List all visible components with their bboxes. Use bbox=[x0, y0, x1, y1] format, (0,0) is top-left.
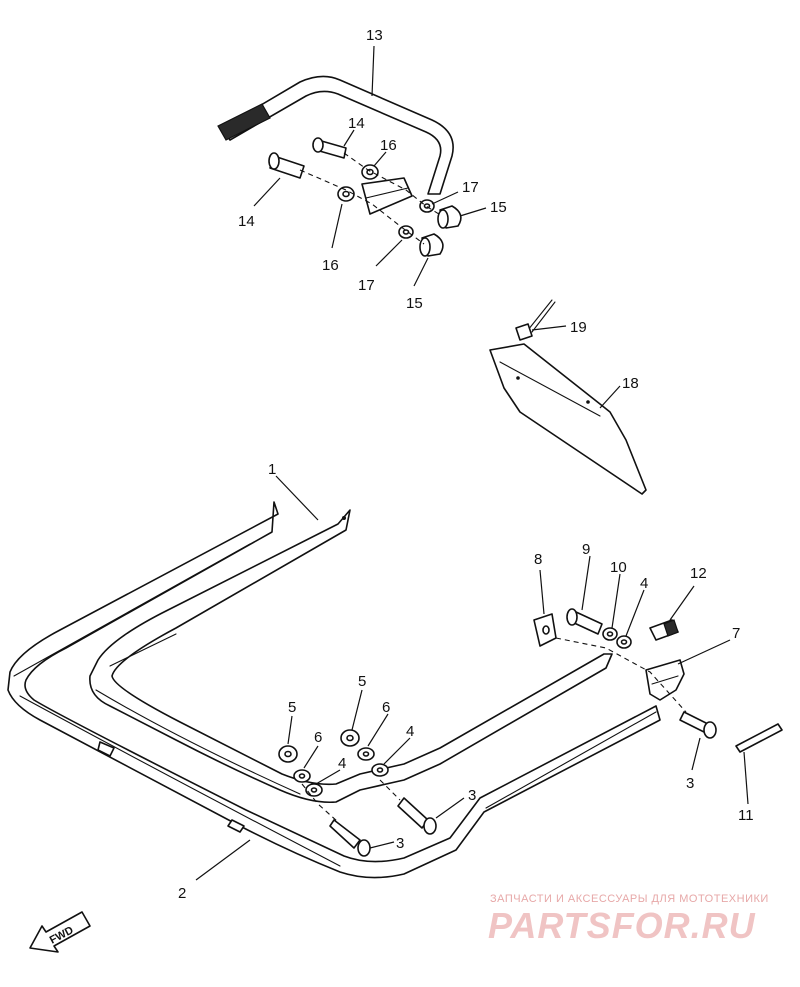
callout-2: 2 bbox=[178, 885, 186, 902]
part-7-bracket-plate bbox=[645, 659, 685, 701]
callout-14-lower: 14 bbox=[238, 213, 255, 230]
callout-labels: 13 14 16 14 16 17 15 17 15 19 18 1 2 5 6… bbox=[178, 27, 754, 902]
callout-13: 13 bbox=[366, 27, 383, 44]
fwd-label: FWD bbox=[48, 924, 76, 946]
callout-12: 12 bbox=[690, 565, 707, 582]
callout-4-left: 4 bbox=[338, 755, 346, 772]
callout-15-lower: 15 bbox=[406, 295, 423, 312]
assembly-line-lower-mid bbox=[379, 779, 401, 801]
part-4-washer-right bbox=[371, 763, 389, 777]
callout-10: 10 bbox=[610, 559, 627, 576]
leader-lines bbox=[195, 45, 749, 881]
part-16-washer-lower bbox=[337, 186, 355, 202]
part-17-washer-upper bbox=[419, 199, 435, 213]
callout-3-middle: 3 bbox=[468, 787, 476, 804]
part-17-washer-lower bbox=[398, 225, 414, 239]
callout-14-upper: 14 bbox=[348, 115, 365, 132]
callout-5-left: 5 bbox=[288, 699, 296, 716]
part-4-washer-left bbox=[305, 783, 323, 797]
callout-4-bracket: 4 bbox=[640, 575, 648, 592]
callout-17-upper: 17 bbox=[462, 179, 479, 196]
callout-11: 11 bbox=[738, 807, 754, 824]
part-12-clip bbox=[649, 619, 679, 641]
part-14-bolt-lower bbox=[268, 152, 305, 179]
callout-18: 18 bbox=[622, 375, 639, 392]
callout-3-right: 3 bbox=[686, 775, 694, 792]
callout-17-lower: 17 bbox=[358, 277, 375, 294]
callout-6-right: 6 bbox=[382, 699, 390, 716]
assembly-line-bracket bbox=[555, 637, 687, 713]
part-8-bracket bbox=[533, 613, 557, 647]
part-3-bolt-left bbox=[329, 819, 371, 857]
watermark-logo: PARTSFOR.RU bbox=[488, 905, 756, 946]
callout-15-upper: 15 bbox=[490, 199, 507, 216]
callout-1: 1 bbox=[268, 461, 276, 478]
callout-6-left: 6 bbox=[314, 729, 322, 746]
callout-16-upper: 16 bbox=[380, 137, 397, 154]
part-19-pin bbox=[515, 299, 556, 341]
part-9-bolt bbox=[566, 608, 603, 635]
callout-8: 8 bbox=[534, 551, 542, 568]
part-14-bolt-upper bbox=[312, 137, 347, 159]
part-3-bolt-right bbox=[679, 711, 717, 739]
callout-19: 19 bbox=[570, 319, 587, 336]
part-6-washer-right bbox=[357, 747, 375, 761]
part-3-bolt-middle bbox=[397, 797, 437, 835]
part-6-washer-left bbox=[293, 769, 311, 783]
callout-9: 9 bbox=[582, 541, 590, 558]
part-15-acorn-nut-lower bbox=[419, 233, 444, 257]
callout-16-lower: 16 bbox=[322, 257, 339, 274]
part-4-washer-bracket bbox=[616, 635, 632, 649]
part-15-acorn-nut-upper bbox=[437, 205, 462, 229]
callout-7: 7 bbox=[732, 625, 740, 642]
callout-3-left: 3 bbox=[396, 835, 404, 852]
part-2-side-rail bbox=[7, 501, 661, 879]
part-16-washer-upper bbox=[361, 164, 379, 180]
part-1-rear-bar bbox=[89, 509, 613, 804]
part-5-nut-right bbox=[340, 729, 360, 747]
part-11-strip bbox=[735, 723, 783, 753]
part-10-washer bbox=[602, 627, 618, 641]
fwd-arrow-icon: FWD bbox=[29, 911, 91, 953]
callout-4-right: 4 bbox=[406, 723, 414, 740]
watermark-caption: ЗАПЧАСТИ И АКСЕССУАРЫ ДЛЯ МОТОТЕХНИКИ bbox=[490, 893, 769, 905]
part-5-nut-left bbox=[278, 745, 298, 763]
callout-5-right: 5 bbox=[358, 673, 366, 690]
part-18-plate bbox=[489, 343, 647, 495]
assembly-line-upper-2 bbox=[343, 152, 443, 217]
